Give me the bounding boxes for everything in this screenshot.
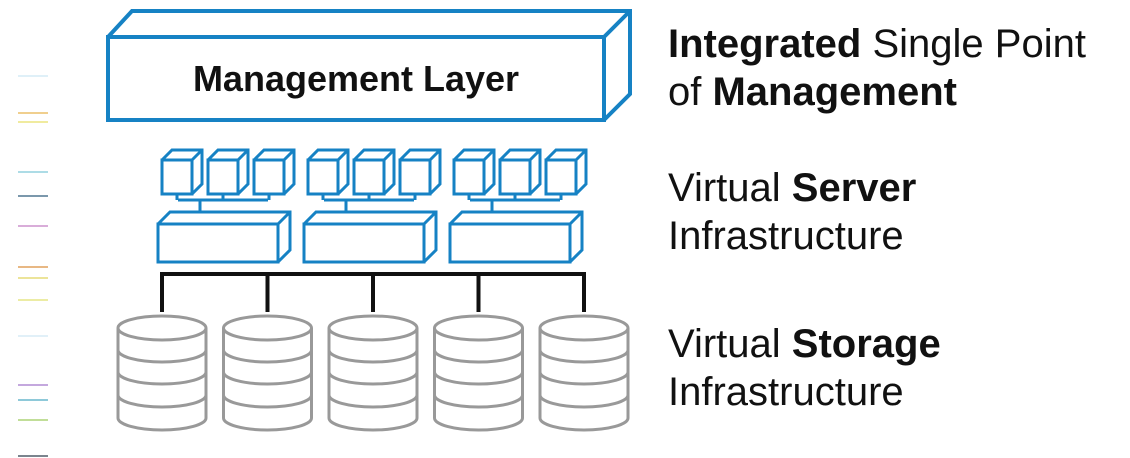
caption-text: Virtual [668, 322, 792, 366]
caption-text: Single Point [861, 22, 1086, 66]
database-cylinder-icon [538, 314, 630, 432]
storage-connector-bus [160, 272, 586, 312]
caption-strong: Storage [791, 322, 941, 366]
caption-text: Virtual [668, 166, 792, 210]
management-layer-box: Management Layer [106, 9, 632, 122]
server-box-icon [448, 210, 584, 264]
caption-text: Infrastructure [668, 214, 904, 258]
cube-icon [498, 148, 542, 196]
database-cylinder-icon [116, 314, 208, 432]
caption-text: of [668, 70, 713, 114]
server-group [448, 148, 588, 264]
cube-icon [160, 148, 204, 196]
storage-caption: Virtual Storage Infrastructure [668, 320, 941, 416]
edge-tick-marks [18, 75, 48, 457]
server-group [302, 148, 442, 264]
server-box-icon [302, 210, 438, 264]
cube-icon [306, 148, 350, 196]
cube-icon [206, 148, 250, 196]
caption-strong: Integrated [668, 22, 862, 66]
management-caption: Integrated Single Point of Management [668, 20, 1086, 116]
server-group [156, 148, 296, 264]
caption-text: Infrastructure [668, 370, 904, 414]
server-caption: Virtual Server Infrastructure [668, 164, 916, 260]
management-layer-label: Management Layer [193, 58, 519, 99]
virtual-storage-units [116, 314, 630, 432]
cube-icon [452, 148, 496, 196]
database-cylinder-icon [433, 314, 524, 432]
virtual-server-groups [156, 148, 588, 264]
cube-icon [544, 148, 588, 196]
cube-icon [352, 148, 396, 196]
server-box-icon [156, 210, 292, 264]
cube-icon [252, 148, 296, 196]
database-cylinder-icon [327, 314, 419, 432]
cube-icon [398, 148, 442, 196]
database-cylinder-icon [222, 314, 313, 432]
caption-strong: Management [712, 70, 957, 114]
caption-strong: Server [791, 166, 917, 210]
